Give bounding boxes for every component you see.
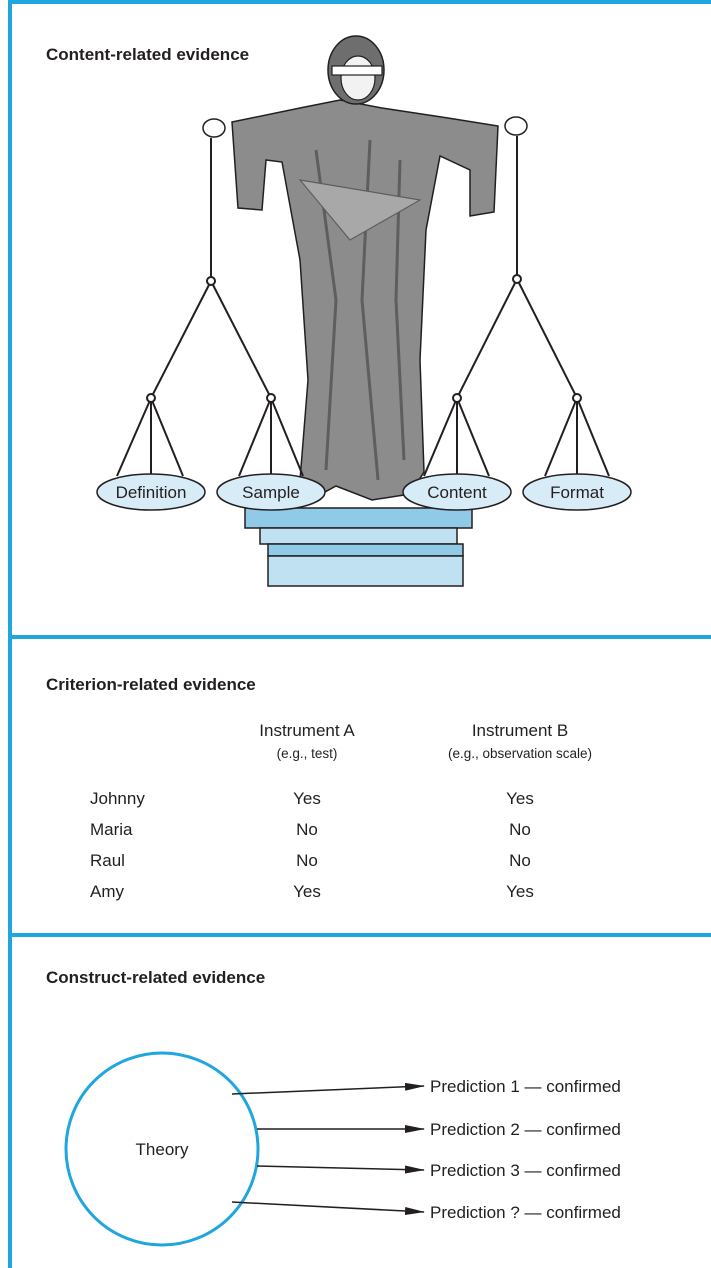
theory-circle bbox=[64, 1051, 260, 1247]
pan-sample: Sample bbox=[216, 473, 326, 511]
row-value-b: No bbox=[509, 820, 531, 839]
instrument-a-header: Instrument A bbox=[259, 721, 355, 740]
prediction-label-2: Prediction 2 — confirmed bbox=[430, 1120, 621, 1139]
lady-justice-figure bbox=[202, 35, 528, 501]
content-evidence-panel: Content-related evidence bbox=[9, 8, 711, 635]
pan-content: Content bbox=[402, 473, 512, 511]
prediction-label-3: Prediction 3 — confirmed bbox=[430, 1161, 621, 1180]
prediction-arrow-1 bbox=[231, 1082, 425, 1095]
row-name: Maria bbox=[90, 820, 133, 839]
justice-scale-illustration: Definition Sample Content Format bbox=[96, 35, 632, 587]
instrument-b-header: Instrument B bbox=[471, 721, 569, 740]
row-value-a: Yes bbox=[293, 789, 321, 808]
prediction-label-1: Prediction 1 — confirmed bbox=[430, 1077, 621, 1096]
theory-label: Theory bbox=[136, 1140, 189, 1159]
criterion-evidence-panel: Criterion-related evidence Instrument A … bbox=[9, 641, 711, 933]
row-name: Johnny bbox=[90, 789, 145, 808]
theory-diagram: Theory Prediction 1 — confirmed Predicti… bbox=[64, 1051, 621, 1247]
pan-definition: Definition bbox=[96, 473, 206, 511]
row-value-b: No bbox=[509, 851, 531, 870]
prediction-arrow-3 bbox=[256, 1165, 425, 1174]
row-name: Raul bbox=[90, 851, 125, 870]
right-scale bbox=[423, 136, 610, 477]
svg-text:Definition: Definition bbox=[116, 483, 187, 502]
row-value-a: No bbox=[296, 851, 318, 870]
instrument-a-subheader: (e.g., test) bbox=[276, 746, 338, 761]
construct-evidence-panel: Construct-related evidence Theory Predic… bbox=[9, 939, 711, 1268]
row-value-a: No bbox=[296, 820, 318, 839]
prediction-label-4: Prediction ? — confirmed bbox=[430, 1203, 621, 1222]
construct-evidence-title: Construct-related evidence bbox=[46, 968, 266, 987]
row-value-b: Yes bbox=[506, 789, 534, 808]
svg-text:Content: Content bbox=[427, 483, 487, 502]
pedestal bbox=[244, 507, 473, 587]
pan-format: Format bbox=[522, 473, 632, 511]
criterion-evidence-title: Criterion-related evidence bbox=[46, 675, 256, 694]
svg-text:Sample: Sample bbox=[242, 483, 300, 502]
content-evidence-title: Content-related evidence bbox=[46, 45, 250, 64]
row-value-a: Yes bbox=[293, 882, 321, 901]
left-scale bbox=[116, 138, 304, 477]
row-value-b: Yes bbox=[506, 882, 534, 901]
instrument-b-subheader: (e.g., observation scale) bbox=[447, 746, 593, 761]
svg-text:Format: Format bbox=[550, 483, 604, 502]
prediction-arrow-4 bbox=[231, 1201, 425, 1216]
row-name: Amy bbox=[90, 882, 124, 901]
